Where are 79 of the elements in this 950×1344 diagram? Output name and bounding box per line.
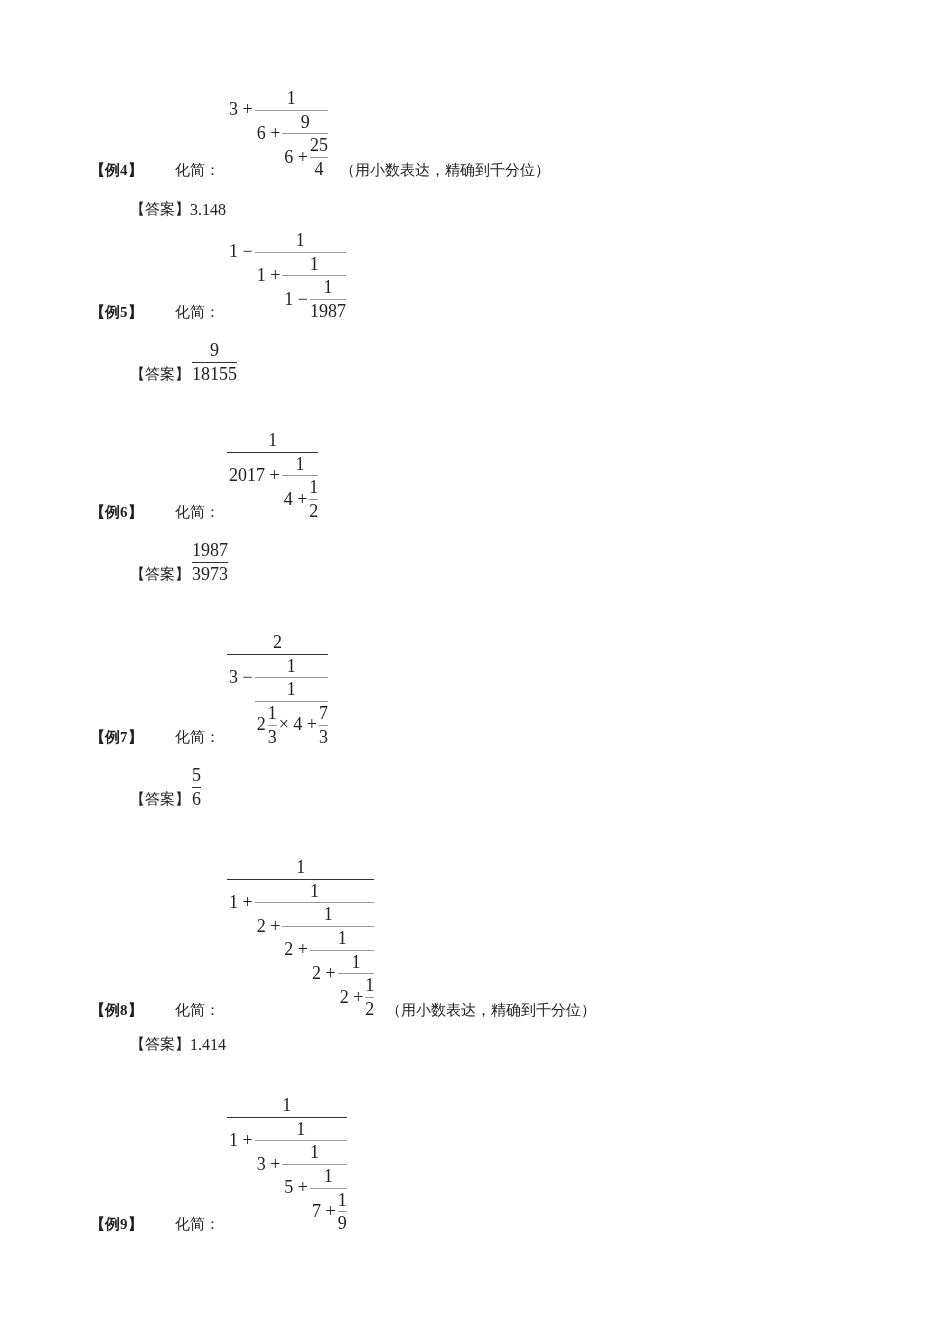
math-term: × 4 + [277,714,318,735]
example-label: 【例8】 [90,1000,144,1020]
math-term: 2 [273,632,282,653]
note-text: （用小数表达，精确到千分位） [339,160,550,180]
answer-label: 【答案】 [130,565,190,585]
math-term: 1 [268,430,278,451]
math-term: 7 [318,703,328,724]
answer-label: 【答案】 [130,1035,190,1054]
math-term: 6 + [255,122,282,144]
math-term: 5 [192,765,201,786]
math-term: 1 + [228,891,254,913]
math-term: 1 [282,1095,292,1116]
math-term: 1 [323,1166,333,1187]
math-term: 1 [351,951,361,973]
math-term: 1987 [309,301,346,322]
math-term: 3 + [255,1153,282,1175]
math-term: 1 [323,277,333,299]
example-label: 【例7】 [90,728,144,748]
math-term: 1 [286,655,296,677]
math-term: 2 + [255,915,282,937]
instruction-text: 化简： [175,1000,221,1020]
math-term: 2 + [283,939,309,960]
math-term: 9 [300,111,310,133]
math-term: 1 − [283,288,309,310]
math-term: 1 [309,253,319,275]
example-label: 【例4】 [90,160,144,180]
answer-label: 【答案】 [130,365,190,385]
math-term: 1 + [228,1129,254,1151]
math-term: 1 + [255,264,282,286]
math-term: 1 [309,1142,319,1164]
math-term: 3 − [228,666,254,688]
math-term: 1 [286,679,296,701]
math-term: 3 [267,726,277,748]
math-term: 18155 [192,363,237,385]
example-label: 【例6】 [90,502,144,522]
math-term: 3 [318,726,328,748]
math-term: 1 [286,88,296,109]
math-term: 2 + [338,986,365,1008]
math-term: 25 [309,135,328,157]
math-term: 3973 [192,563,228,585]
math-term: 1 [295,230,305,251]
math-term: 1987 [192,540,228,561]
instruction-text: 化简： [175,502,221,522]
math-term: 1 [337,928,347,949]
answer-label: 【答案】 [130,790,190,810]
math-term: 2 [365,999,375,1020]
math-term: 6 [192,788,201,810]
math-term: 7 + [310,1200,337,1222]
math-term: 1 [309,880,319,902]
instruction-text: 化简： [175,728,221,748]
math-term: 1 [323,904,333,926]
example-label: 【例5】 [90,302,144,322]
answer-label: 【答案】 [130,200,190,219]
math-term: 4 [314,159,324,180]
math-term: 5 + [283,1177,309,1198]
note-text: （用小数表达，精确到千分位） [386,1000,597,1020]
answer-value: 3.148 [190,201,226,219]
math-term: 1 [296,1118,306,1140]
instruction-text: 化简： [175,160,221,180]
math-term: 2 [255,714,267,735]
math-term: 2 [309,501,319,522]
math-term: 2 + [310,962,337,984]
math-term: 9 [337,1213,347,1235]
math-term: 4 + [282,488,309,510]
math-term: 1 − [228,241,254,262]
math-term: 2017 + [228,464,281,486]
math-term: 3 + [228,99,254,120]
math-term: 9 [210,340,219,361]
math-term: 1 [296,857,306,878]
math-term: 1 [267,703,277,724]
instruction-text: 化简： [175,302,221,322]
instruction-text: 化简： [175,1215,221,1235]
math-term: 1 [337,1189,347,1211]
math-term: 1 [295,453,305,475]
answer-value: 1.414 [190,1036,226,1054]
math-term: 1 [365,975,375,997]
example-label: 【例9】 [90,1215,144,1235]
math-term: 6 + [283,146,309,168]
math-term: 1 [309,477,319,499]
